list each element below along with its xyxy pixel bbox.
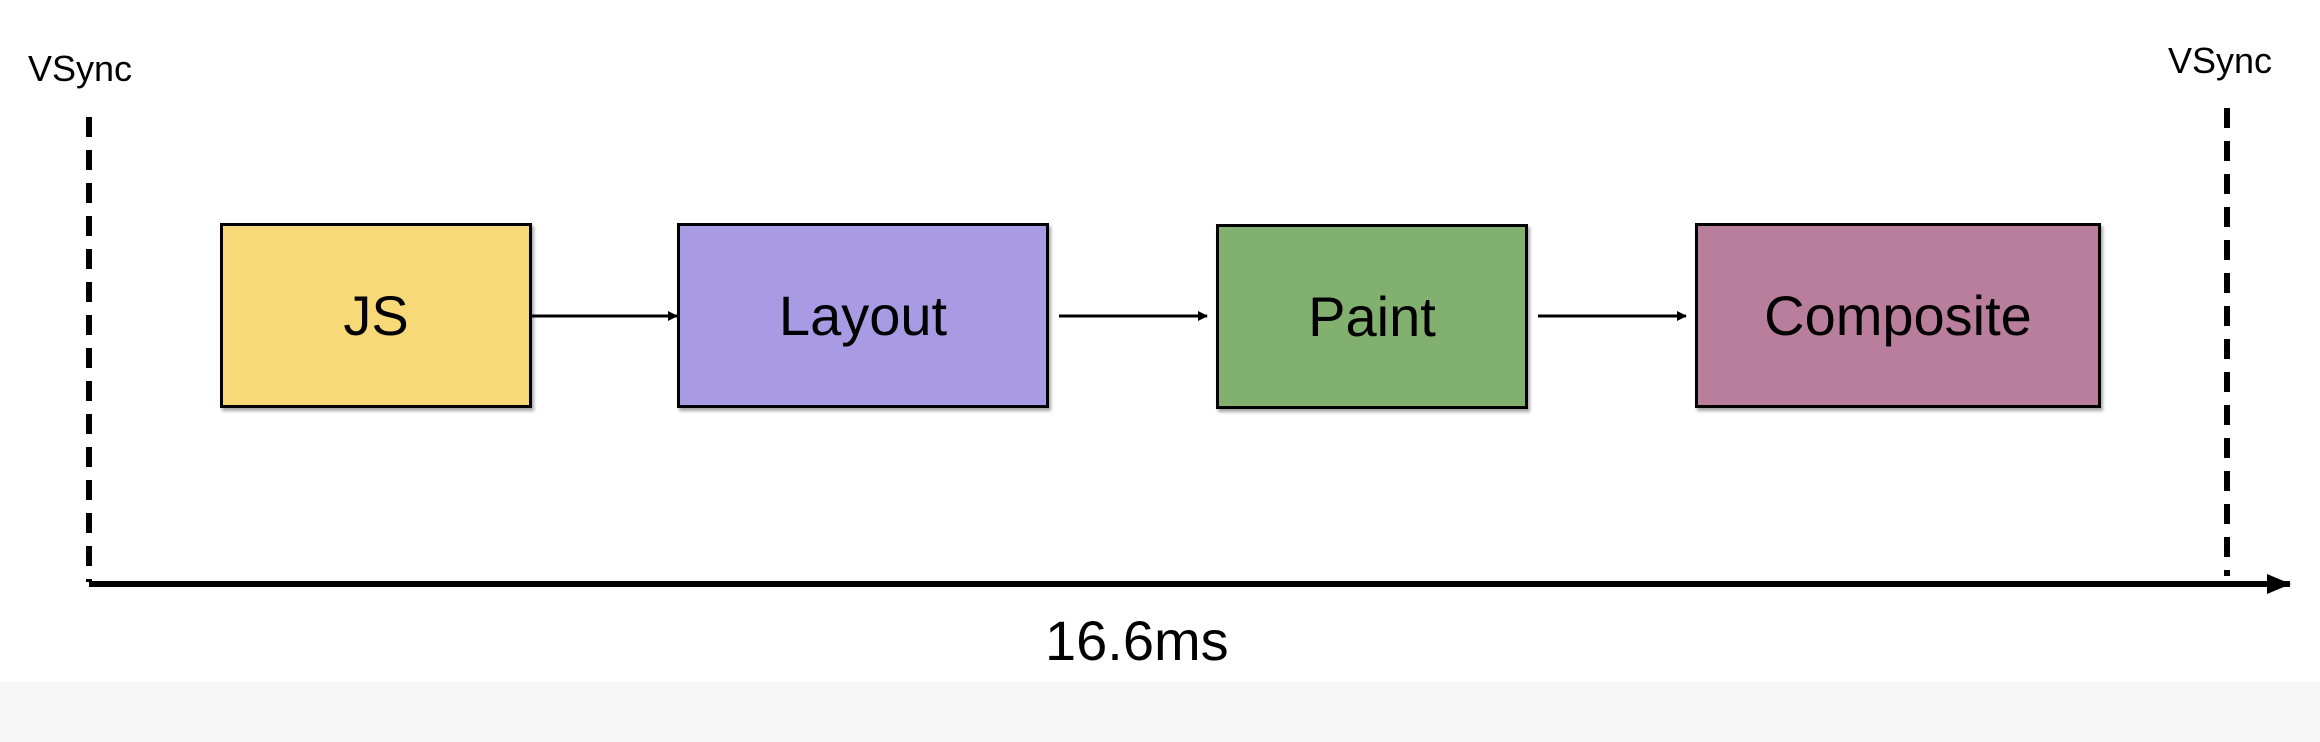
vsync-start-label: VSync bbox=[28, 48, 133, 89]
frame-duration-label: 16.6ms bbox=[1045, 609, 1229, 672]
stage-paint-label: Paint bbox=[1308, 285, 1436, 348]
stage-js-label: JS bbox=[343, 284, 409, 347]
stage-layout-label: Layout bbox=[778, 284, 948, 347]
bottom-band bbox=[0, 682, 2320, 742]
stage-composite-box: Composite bbox=[1695, 223, 2101, 408]
stage-layout-box: Layout bbox=[677, 223, 1049, 408]
vsync-end-label: VSync bbox=[2168, 40, 2273, 81]
stage-js-box: JS bbox=[220, 223, 532, 408]
stage-paint-box: Paint bbox=[1216, 224, 1528, 409]
stage-composite-label: Composite bbox=[1764, 284, 2032, 347]
